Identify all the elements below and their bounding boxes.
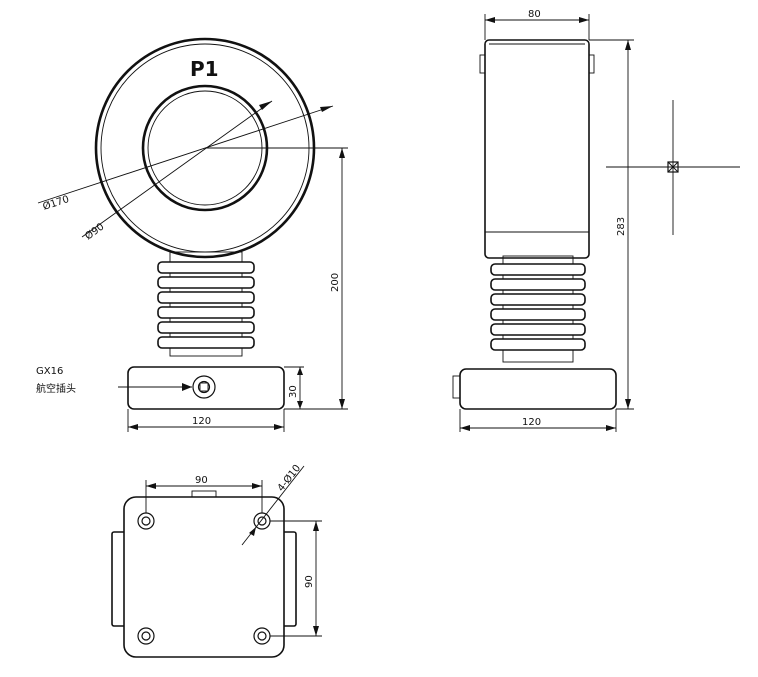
base-30-label: 30 <box>288 385 299 398</box>
outer-diameter-label: Ø170 <box>41 193 70 213</box>
inner-diameter-leader <box>81 100 273 238</box>
connector-code: GX16 <box>36 366 63 377</box>
side-base <box>459 368 617 410</box>
total-height-label: 283 <box>616 217 627 236</box>
bolt-hole <box>137 627 155 645</box>
bolt-spacing-x-label: 90 <box>195 475 208 486</box>
bolt-spacing-y-label: 90 <box>304 575 315 588</box>
bellows-fins <box>157 261 255 349</box>
side-body <box>484 39 590 259</box>
side-view: 80 283 120 <box>452 9 740 432</box>
side-lug-left <box>479 54 486 74</box>
top-notch <box>191 490 217 498</box>
inner-diameter-label: Ø90 <box>83 221 107 243</box>
inner-diameter-arrow <box>259 101 272 110</box>
connector-outer <box>192 375 216 399</box>
connector-key <box>199 382 209 392</box>
bellows-neck <box>169 251 243 357</box>
front-width-label: 120 <box>192 416 211 427</box>
top-width-label: 80 <box>528 9 541 20</box>
front-base <box>127 366 285 410</box>
connector-name: 航空插头 <box>36 382 76 395</box>
connector-arrow <box>182 383 192 391</box>
connector-inner <box>197 380 211 394</box>
side-bellows-fins <box>490 263 586 351</box>
height-200-label: 200 <box>330 273 341 292</box>
side-lug-right <box>588 54 595 74</box>
page-title: P1 <box>190 57 219 81</box>
bolt-hole-label: 4-Ø10 <box>275 462 303 493</box>
side-connector <box>452 375 461 399</box>
outer-diameter-arrow <box>320 106 333 112</box>
side-width-label: 120 <box>522 417 541 428</box>
top-view: 90 90 4-Ø10 <box>111 462 322 658</box>
outer-diameter-leader <box>37 105 334 204</box>
centre-mark <box>606 100 740 235</box>
front-view: P1 Ø170 Ø90 GX16 航空插头 20 <box>36 37 348 432</box>
